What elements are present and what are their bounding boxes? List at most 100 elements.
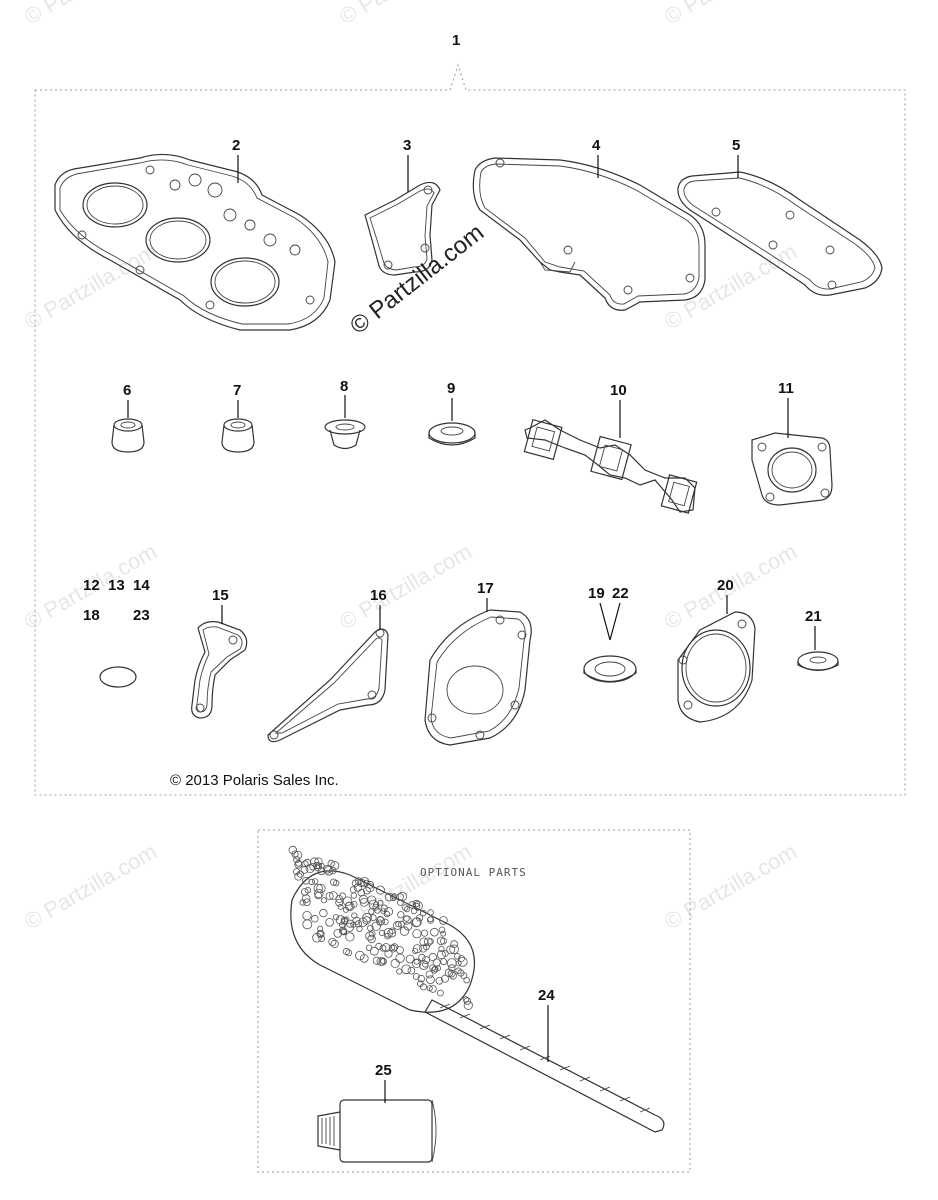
brush-bristle xyxy=(444,968,454,978)
brush-bristle xyxy=(375,885,385,895)
brush-bristle xyxy=(349,886,357,894)
grommet-8 xyxy=(324,419,366,450)
brush-bristle xyxy=(419,944,428,953)
watermark: © Partzilla.com xyxy=(335,0,476,29)
brush-bristle xyxy=(436,950,446,960)
brush-bristle xyxy=(420,909,427,917)
gasket-4 xyxy=(472,157,706,311)
callout-10: 10 xyxy=(610,382,627,399)
brush-bristle xyxy=(368,899,379,910)
brush-bristle xyxy=(412,948,419,955)
callout-25: 25 xyxy=(375,1062,392,1079)
brush-bristle xyxy=(375,942,383,950)
callout-6: 6 xyxy=(123,382,131,399)
brush-bristle xyxy=(401,904,409,911)
callout-4: 4 xyxy=(592,137,601,154)
callout-13: 13 xyxy=(108,577,125,594)
brush-bristle xyxy=(317,867,326,876)
callout-20: 20 xyxy=(717,577,734,594)
brush-bristle xyxy=(335,898,344,907)
brush-bristle xyxy=(382,918,389,925)
brush-bristle xyxy=(379,944,387,952)
brush-bristle xyxy=(436,989,444,997)
brush-bristle xyxy=(450,940,458,948)
copyright-text: © 2013 Polaris Sales Inc. xyxy=(170,772,339,789)
brush-bristle xyxy=(323,864,332,874)
brush-bristle xyxy=(391,893,398,900)
callout-3: 3 xyxy=(403,137,411,154)
brush-bristle xyxy=(374,907,381,914)
callout-18: 18 xyxy=(83,607,100,624)
brush-bristle xyxy=(412,929,422,939)
brush-bristle xyxy=(314,891,323,900)
brush-bristle xyxy=(329,891,338,900)
brush-bristle xyxy=(440,958,448,966)
brush-bristle xyxy=(416,980,424,987)
brush-bristle xyxy=(407,966,416,975)
brush-bristle xyxy=(314,857,323,866)
brush-bristle xyxy=(397,911,405,919)
sealant-tube-25 xyxy=(317,1099,437,1163)
brush-bristle xyxy=(412,973,420,980)
brush-bristle xyxy=(309,857,320,867)
gasket-3 xyxy=(364,181,441,276)
brush-bristle xyxy=(401,964,412,975)
brush-bristle xyxy=(332,914,340,921)
gasket-16 xyxy=(267,628,389,743)
brush-bristle xyxy=(389,944,398,953)
brush-bristle xyxy=(413,958,420,965)
brush-bristle xyxy=(351,912,358,919)
brush-bristle xyxy=(399,926,410,936)
brush-bristle xyxy=(436,936,446,946)
brush-bristle xyxy=(389,894,397,902)
brush-bristle xyxy=(384,949,393,958)
washer-21 xyxy=(797,651,839,672)
brush-bristle xyxy=(317,925,324,932)
brush-bristle xyxy=(462,996,470,1003)
callout-5: 5 xyxy=(732,137,740,154)
brush-bristle xyxy=(302,910,312,921)
watermark: © Partzilla.com xyxy=(335,539,476,635)
brush-24 xyxy=(288,845,665,1133)
brush-bristle xyxy=(325,917,334,927)
brush-bristle xyxy=(343,916,350,923)
brush-bristle xyxy=(411,958,422,968)
brush-bristle xyxy=(396,946,404,954)
head-gasket xyxy=(54,153,336,331)
brush-bristle xyxy=(449,944,459,955)
brush-bristle xyxy=(308,878,315,886)
brush-bristle xyxy=(387,928,397,938)
brush-bristle xyxy=(362,912,372,923)
brush-bristle xyxy=(440,937,447,945)
brush-bristle xyxy=(318,935,326,942)
brush-bristle xyxy=(313,888,324,899)
brush-bristle xyxy=(432,965,439,973)
brush-bristle xyxy=(302,919,313,930)
brush-bristle xyxy=(458,955,465,962)
callout-12: 12 xyxy=(83,577,100,594)
brush-bristle xyxy=(425,970,434,979)
brush-bristle xyxy=(302,876,310,885)
watermark: © Partzilla.com xyxy=(20,839,161,935)
brush-bristle xyxy=(294,860,303,869)
brush-bristle xyxy=(403,906,410,913)
brush-bristle xyxy=(413,902,421,910)
brush-bristle xyxy=(381,943,391,953)
brush-bristle xyxy=(426,985,433,992)
gasket-10 xyxy=(523,418,698,514)
gasket-15 xyxy=(191,621,248,719)
callout-17: 17 xyxy=(477,580,494,597)
brush-bristle xyxy=(455,967,462,974)
brush-bristle xyxy=(296,870,304,878)
brush-bristle xyxy=(440,930,447,937)
brush-bristle xyxy=(411,917,422,928)
brush-bristle xyxy=(457,957,468,967)
brush-bristle xyxy=(300,888,309,896)
brush-bristle xyxy=(428,952,437,962)
callout-21: 21 xyxy=(805,608,822,625)
brush-bristle xyxy=(376,919,383,926)
brush-bristle xyxy=(345,901,355,912)
brush-bristle xyxy=(429,985,437,993)
brush-bristle xyxy=(312,932,322,943)
